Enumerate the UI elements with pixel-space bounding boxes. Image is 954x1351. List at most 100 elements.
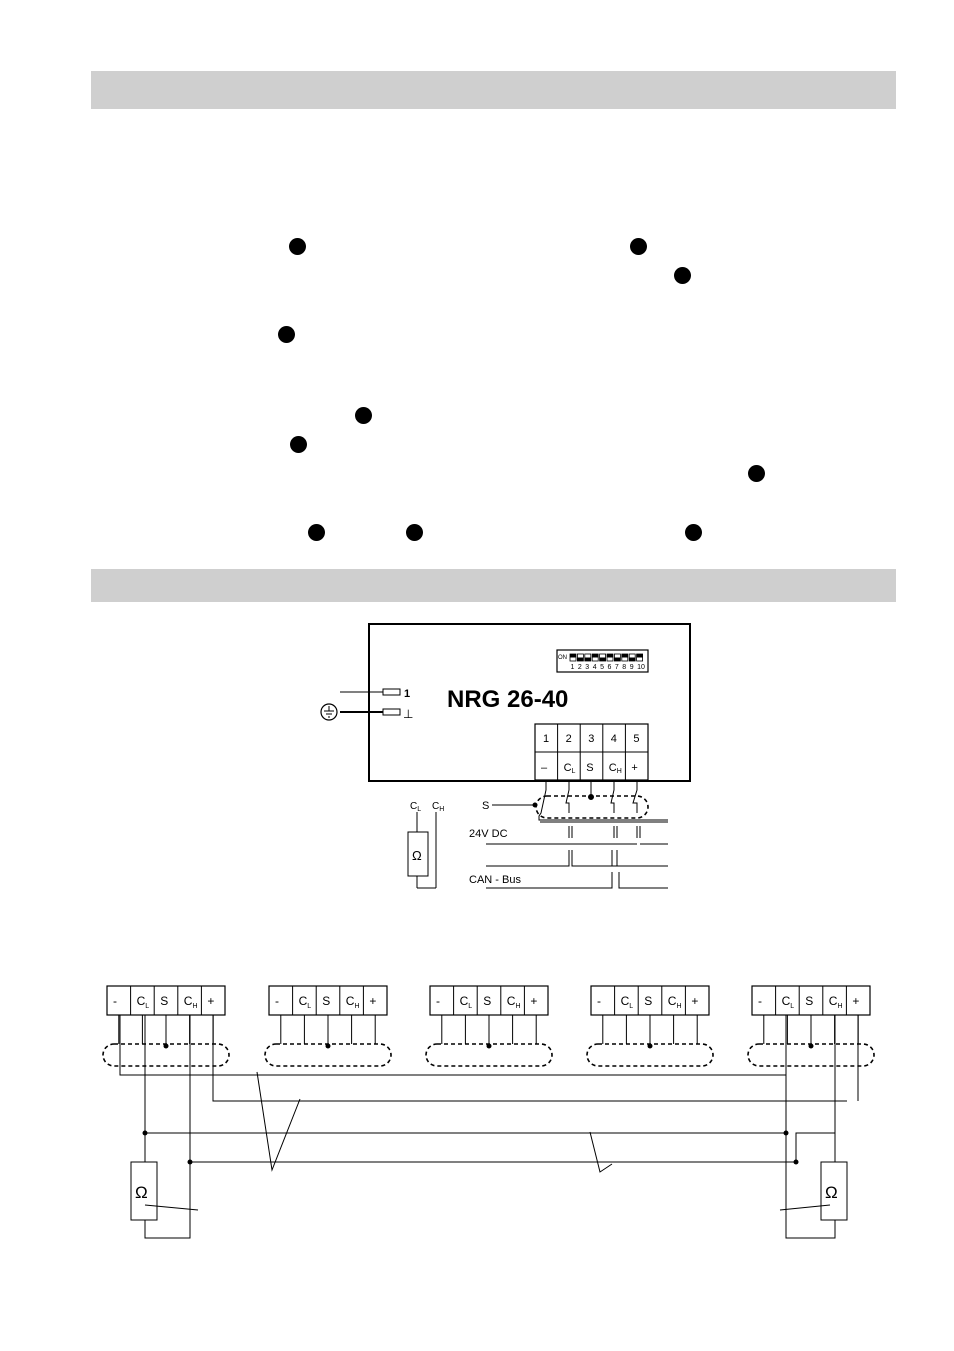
dip-switch-number: 9 <box>630 664 634 671</box>
dip-switch-lever <box>599 657 606 661</box>
dip-switch-lever <box>584 657 591 661</box>
reference-marker <box>289 238 306 255</box>
bus-node-label: - <box>597 994 601 1008</box>
bus-node-label: + <box>852 994 859 1008</box>
dip-switch-number: 10 <box>637 664 645 671</box>
dip-switch-number: 2 <box>578 664 582 671</box>
earth-ground-icon <box>320 703 338 721</box>
junction-dot <box>325 1043 331 1049</box>
dip-switch-number: 7 <box>615 664 619 671</box>
ch-label: CH <box>432 801 444 813</box>
terminator-symbol-left: Ω <box>135 1183 148 1202</box>
bus-chain: - CL S CH + - CL S CH + - CL S CH + - CL S CH + - CL S CH + <box>102 985 875 1067</box>
bus-node-label: CL <box>782 994 795 1010</box>
junction-dot <box>187 1159 193 1165</box>
svg-text:CL: CL <box>410 801 421 813</box>
dip-switch-lever <box>614 657 621 661</box>
dip-switch-lever <box>592 654 599 658</box>
bus-node: - CL S CH + <box>264 985 392 1067</box>
bus-node: - CL S CH + <box>102 985 230 1067</box>
terminal-label: CH <box>609 762 622 775</box>
bus-node-label: + <box>207 994 214 1008</box>
bus-node-label: - <box>275 994 279 1008</box>
bus-chain-wiring <box>119 1015 859 1239</box>
reference-marker <box>406 524 423 541</box>
bus-node-label: CL <box>460 994 473 1010</box>
junction-dot <box>783 1130 789 1136</box>
bus-node-label: CH <box>346 994 360 1010</box>
bus-node-label: CH <box>668 994 682 1010</box>
device-housing <box>368 623 691 782</box>
dip-switch-number: 1 <box>571 664 575 671</box>
bus-label: CAN - Bus <box>469 874 521 886</box>
terminal-number: 5 <box>633 733 639 745</box>
bus-node-label: CL <box>137 994 150 1010</box>
terminal-label: S <box>586 762 593 774</box>
device-wiring <box>407 780 668 889</box>
bus-node-label: CH <box>829 994 843 1010</box>
junction-dot <box>647 1043 653 1049</box>
bus-node-label: S <box>805 994 813 1008</box>
junction-dot <box>163 1043 169 1049</box>
bus-node-label: CL <box>621 994 634 1010</box>
dip-switch-number: 4 <box>593 664 597 671</box>
bus-node: - CL S CH + <box>586 985 714 1067</box>
bus-node: - CL S CH + <box>747 985 875 1067</box>
dip-switch-number: 3 <box>585 664 589 671</box>
reference-marker <box>748 465 765 482</box>
terminal-number: 1 <box>543 733 549 745</box>
bus-node-label: S <box>644 994 652 1008</box>
dip-switch-lever <box>607 654 613 658</box>
bus-node-label: S <box>160 994 168 1008</box>
dip-switch-lever <box>570 654 576 658</box>
bus-node-label: CH <box>507 994 521 1010</box>
dip-switch-number: 6 <box>608 664 612 671</box>
dip-switch-number: 5 <box>600 664 604 671</box>
device-model-label: NRG 26-40 <box>447 686 568 713</box>
reference-marker <box>674 267 691 284</box>
terminal-number: 3 <box>588 733 594 745</box>
bus-node-label: + <box>691 994 698 1008</box>
bus-node-label: S <box>322 994 330 1008</box>
reference-marker <box>630 238 647 255</box>
reference-marker <box>308 524 325 541</box>
junction-dot <box>793 1159 799 1165</box>
dip-switch-lever <box>621 654 628 658</box>
dip-switch-number: 8 <box>622 664 626 671</box>
svg-text:CH: CH <box>432 801 444 813</box>
reference-marker <box>685 524 702 541</box>
ground-terminal-label: ⊥ <box>403 707 413 721</box>
resistor-symbol: Ω <box>412 848 422 863</box>
terminal-number: 4 <box>611 733 617 745</box>
bus-node-label: CH <box>184 994 198 1010</box>
shield-label: S <box>482 800 489 812</box>
cl-label: CL <box>410 801 421 813</box>
bus-node-label: - <box>758 994 762 1008</box>
junction-dot <box>142 1130 148 1136</box>
power-label: 24V DC <box>469 828 508 840</box>
terminal-label: – <box>541 762 548 774</box>
terminal-block: 1 2 3 4 5 – CL S CH + <box>534 723 649 781</box>
bus-node-label: S <box>483 994 491 1008</box>
bus-node-label: - <box>113 994 117 1008</box>
section-header-bar-2 <box>91 569 896 602</box>
bus-node-label: CL <box>299 994 312 1010</box>
dip-switch-lever <box>629 657 636 661</box>
section-header-bar-1 <box>91 71 896 109</box>
terminal-label: + <box>631 762 637 774</box>
terminal-number: 2 <box>566 733 572 745</box>
reference-marker <box>355 407 372 424</box>
bus-node-label: + <box>530 994 537 1008</box>
bus-node-label: - <box>436 994 440 1008</box>
junction-dot <box>808 1043 814 1049</box>
reference-marker <box>278 326 295 343</box>
earth-connection: 1 ⊥ <box>320 688 413 721</box>
terminal-label: CL <box>564 762 576 775</box>
dip-on-label: ON <box>558 655 567 661</box>
earth-terminal-label: 1 <box>404 688 410 700</box>
terminator-symbol-right: Ω <box>825 1183 838 1202</box>
dip-switch-lever <box>636 654 643 658</box>
bus-node-label: + <box>369 994 376 1008</box>
